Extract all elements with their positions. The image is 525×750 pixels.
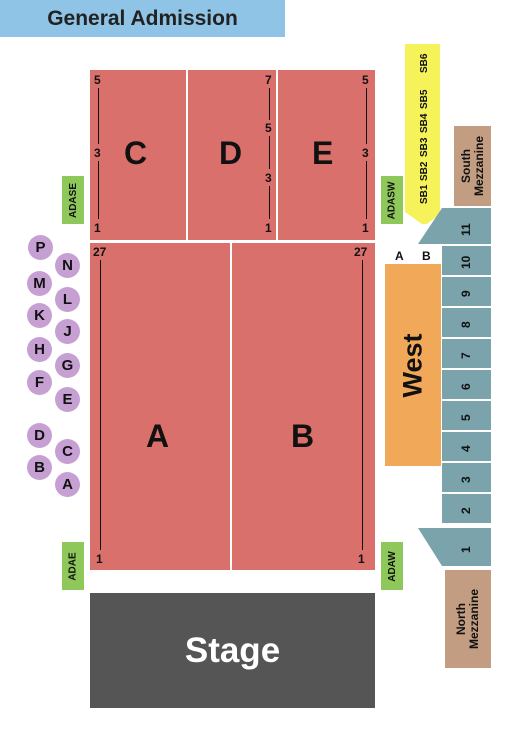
section-c-label: C [124, 135, 148, 171]
balcony-9[interactable] [442, 277, 491, 306]
table-b[interactable]: B [27, 455, 52, 480]
section-e-label: E [312, 135, 334, 171]
balcony-label: 10 [459, 255, 473, 269]
table-h[interactable]: H [27, 337, 52, 362]
balcony-3[interactable] [442, 463, 491, 492]
balcony-4[interactable] [442, 432, 491, 461]
balcony-10[interactable] [442, 246, 491, 275]
sb-boxes[interactable]: SB1 SB2 SB3 SB4 SB5 SB6 [405, 44, 440, 224]
table-d[interactable]: D [27, 423, 52, 448]
row-label: 1 [94, 221, 101, 235]
balcony-11[interactable] [418, 208, 491, 244]
balcony-8[interactable] [442, 308, 491, 337]
row-line [269, 88, 270, 120]
table-j[interactable]: J [55, 319, 80, 344]
row-label: 27 [93, 245, 107, 259]
ada-e-section[interactable]: ADAE [62, 542, 84, 590]
table-g[interactable]: G [55, 353, 80, 378]
row-label: 5 [94, 73, 101, 87]
balcony-label: 8 [459, 321, 473, 328]
sb-label: SB2 [419, 161, 430, 181]
sb-label: SB6 [419, 53, 430, 73]
balcony-label: 3 [459, 476, 473, 483]
balcony-1[interactable] [418, 528, 491, 566]
balcony-2[interactable] [442, 494, 491, 523]
balcony-sections[interactable]: 11 10 9 8 7 6 5 4 3 2 1 [418, 208, 492, 568]
ada-w-section[interactable]: ADAW [381, 542, 403, 590]
row-label: 5 [265, 121, 272, 135]
stage: Stage [90, 593, 375, 708]
row-line [269, 186, 270, 219]
ada-sw-section[interactable]: ADASW [381, 176, 403, 224]
row-label: 1 [265, 221, 272, 235]
row-line [362, 260, 363, 550]
row-line [98, 161, 99, 219]
balcony-label: 6 [459, 383, 473, 390]
balcony-label: 1 [459, 546, 473, 553]
section-b-label: B [291, 418, 315, 454]
sb-label: SB4 [419, 113, 430, 133]
ada-label: ADAE [67, 551, 79, 581]
sb-label: SB1 [419, 184, 430, 204]
row-line [98, 88, 99, 144]
ada-label: ADASE [67, 182, 79, 218]
table-n[interactable]: N [55, 253, 80, 278]
row-label: 7 [265, 73, 272, 87]
section-b[interactable] [232, 243, 375, 570]
balcony-6[interactable] [442, 370, 491, 399]
row-label: 5 [362, 73, 369, 87]
section-c[interactable] [90, 70, 186, 240]
balcony-label: 2 [459, 507, 473, 514]
sb-label: SB5 [419, 89, 430, 109]
balcony-label: 7 [459, 352, 473, 359]
section-d-label: D [219, 135, 243, 171]
section-a[interactable] [90, 243, 230, 570]
west-section[interactable]: West [385, 264, 441, 466]
table-l[interactable]: L [55, 287, 80, 312]
table-f[interactable]: F [27, 370, 52, 395]
ada-label: ADAW [386, 550, 398, 582]
general-admission-section[interactable]: General Admission [0, 0, 285, 37]
row-line [366, 161, 367, 219]
section-e[interactable] [278, 70, 375, 240]
row-label: 27 [354, 245, 368, 259]
table-c[interactable]: C [55, 439, 80, 464]
row-line [269, 136, 270, 169]
table-p[interactable]: P [28, 235, 53, 260]
row-label: 1 [362, 221, 369, 235]
row-label: 3 [94, 146, 101, 160]
table-k[interactable]: K [27, 303, 52, 328]
table-e[interactable]: E [55, 387, 80, 412]
balcony-label: 4 [459, 445, 473, 452]
west-row-b: B [422, 249, 431, 263]
balcony-5[interactable] [442, 401, 491, 430]
table-m[interactable]: M [27, 271, 52, 296]
ada-label: ADASW [386, 181, 398, 219]
table-a[interactable]: A [55, 472, 80, 497]
balcony-label: 11 [459, 223, 473, 236]
row-line [366, 88, 367, 144]
row-label: 1 [96, 552, 103, 566]
row-label: 3 [362, 146, 369, 160]
west-row-a: A [395, 249, 404, 263]
balcony-label: 5 [459, 414, 473, 421]
section-a-label: A [146, 418, 170, 454]
sb-label: SB3 [419, 137, 430, 157]
section-d[interactable] [188, 70, 276, 240]
ada-se-section[interactable]: ADASE [62, 176, 84, 224]
row-label: 1 [358, 552, 365, 566]
row-line [100, 260, 101, 550]
balcony-label: 9 [459, 290, 473, 297]
balcony-7[interactable] [442, 339, 491, 368]
row-label: 3 [265, 171, 272, 185]
